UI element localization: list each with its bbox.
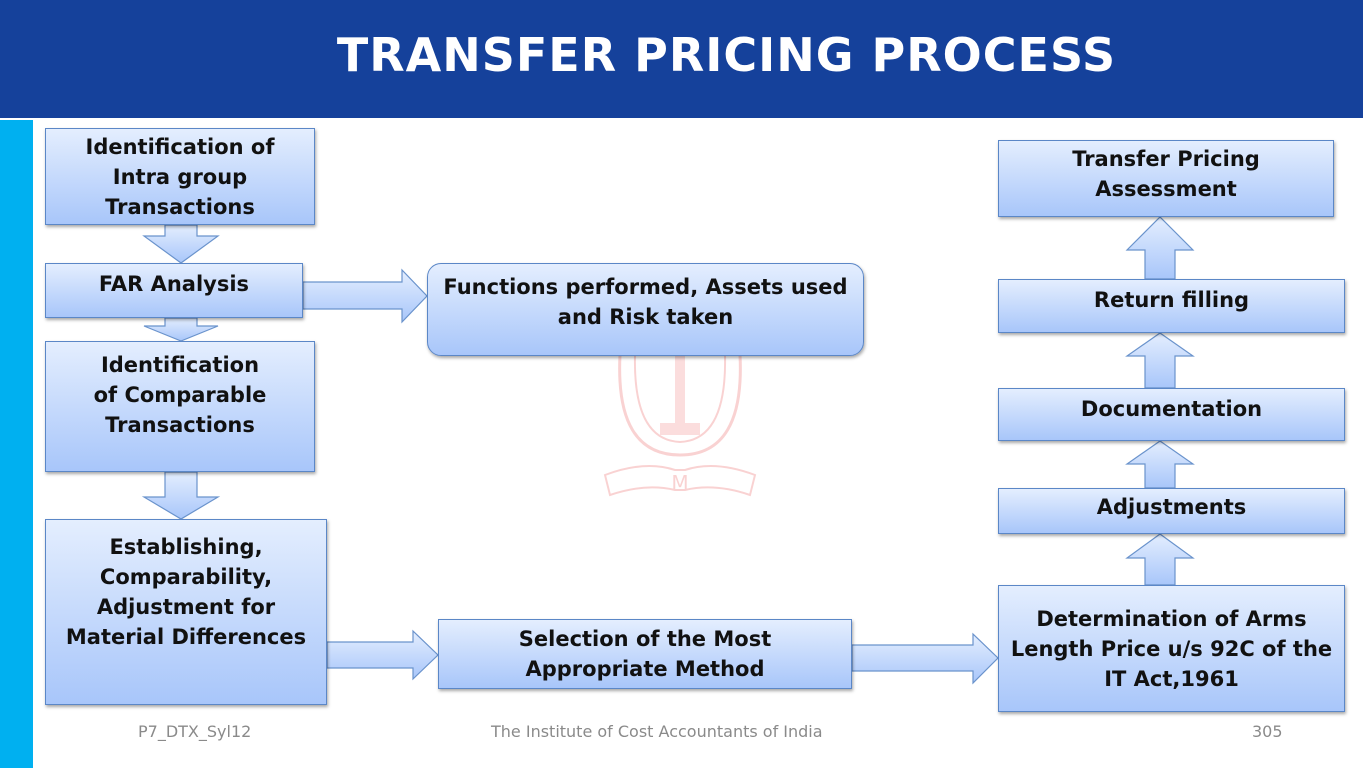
slide-title: TRANSFER PRICING PROCESS [336, 28, 1117, 82]
box-adjustments: Adjustments [998, 488, 1345, 534]
arrow-up-2 [1125, 440, 1195, 489]
box-selection-method: Selection of the Most Appropriate Method [438, 619, 852, 689]
box-far-analysis: FAR Analysis [45, 263, 303, 318]
box-determination-alp: Determination of Arms Length Price u/s 9… [998, 585, 1345, 712]
footer-code: P7_DTX_Syl12 [138, 722, 252, 741]
institute-logo-watermark: M [603, 354, 757, 497]
box-functions-assets-risk: Functions performed, Assets used and Ris… [427, 263, 864, 356]
arrow-down-3 [141, 471, 221, 520]
sidebar-accent [0, 120, 33, 768]
arrow-down-1 [142, 224, 220, 264]
page-number: 305 [1252, 722, 1283, 741]
arrow-right-establishing [326, 629, 439, 681]
box-documentation: Documentation [998, 388, 1345, 441]
arrow-up-4 [1125, 216, 1195, 280]
arrow-right-far [302, 268, 428, 324]
box-comparable-transactions: Identification of Comparable Transaction… [45, 341, 315, 472]
footer-institute: The Institute of Cost Accountants of Ind… [491, 722, 823, 741]
arrow-right-selection [851, 632, 999, 685]
box-establishing-comparability: Establishing, Comparability, Adjustment … [45, 519, 327, 705]
box-intra-group-transactions: Identification of Intra group Transactio… [45, 128, 315, 225]
box-return-filling: Return filling [998, 279, 1345, 333]
box-tp-assessment: Transfer Pricing Assessment [998, 140, 1334, 217]
arrow-up-3 [1125, 332, 1195, 389]
svg-text:M: M [671, 471, 688, 495]
arrow-up-1 [1125, 533, 1195, 586]
header-bar: TRANSFER PRICING PROCESS [0, 0, 1363, 118]
arrow-down-2 [143, 317, 219, 342]
